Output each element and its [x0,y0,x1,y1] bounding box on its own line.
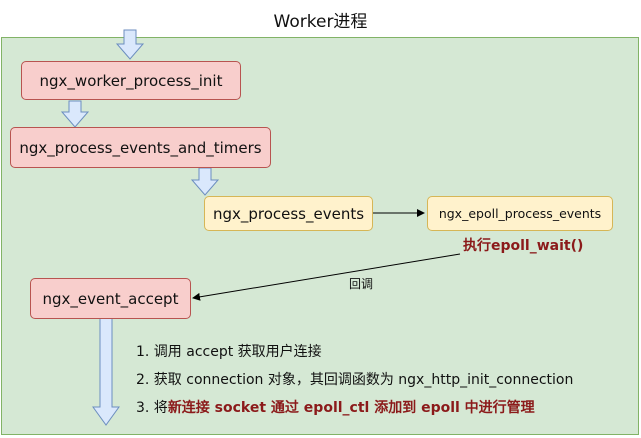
node-ngx-worker-process-init: ngx_worker_process_init [21,61,241,100]
node-ngx-process-events-and-timers: ngx_process_events_and_timers [10,127,271,168]
flow-arrow-accept-down [92,317,120,426]
step-2: 2. 获取 connection 对象，其回调函数为 ngx_http_init… [136,372,574,388]
node-label: ngx_worker_process_init [39,71,223,90]
step-1: 1. 调用 accept 获取用户连接 [136,344,322,360]
node-label: ngx_process_events_and_timers [19,138,262,157]
node-label: ngx_epoll_process_events [438,206,602,221]
flow-arrow-timers-to-events [190,167,220,196]
diagram-title: Worker进程 [273,12,368,32]
step-list: 1. 调用 accept 获取用户连接 2. 获取 connection 对象，… [136,338,573,422]
step-3: 3. 将新连接 socket 通过 epoll_ctl 添加到 epoll 中进… [136,394,573,422]
entry-arrow [115,29,145,60]
node-ngx-epoll-process-events: ngx_epoll_process_events [427,196,613,231]
step-3-prefix: 3. 将 [136,400,168,416]
node-ngx-process-events: ngx_process_events [204,196,373,231]
callback-label: 回调 [349,277,374,291]
node-label: ngx_process_events [212,204,365,223]
node-ngx-event-accept: ngx_event_accept [30,278,191,319]
node-label: ngx_event_accept [42,289,179,308]
step-3-highlight: 新连接 socket 通过 epoll_ctl 添加到 epoll 中进行管理 [167,400,535,416]
flow-arrow-init-to-timers [60,100,90,128]
epoll-wait-label: 执行epoll_wait() [463,238,584,254]
callback-arrow [192,253,461,301]
